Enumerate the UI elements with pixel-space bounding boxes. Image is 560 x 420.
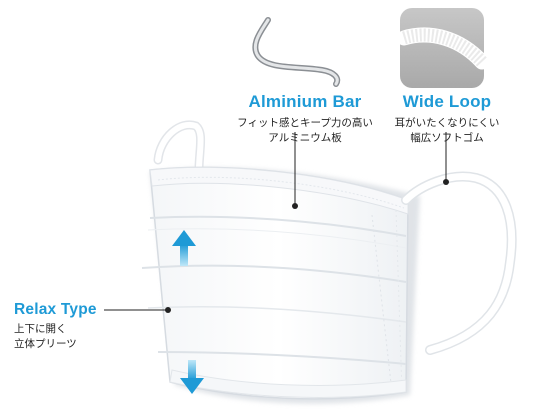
expand-up-arrow-icon	[172, 230, 196, 266]
feature-desc-line: 幅広ソフトゴム	[410, 132, 484, 144]
aluminium-bar-strip-icon	[252, 17, 341, 87]
aluminium-bar-callout	[292, 132, 298, 209]
relax-type-callout	[104, 307, 171, 313]
feature-desc-line: フィット感とキープ力の高い	[237, 117, 373, 129]
elastic-band-closeup-icon	[396, 8, 490, 88]
mask-body	[141, 166, 409, 400]
feature-title-aluminium-bar: Alminium Bar	[248, 92, 362, 111]
feature-desc-relax-type: 上下に開く 立体プリーツ	[14, 322, 124, 352]
feature-title-relax-type: Relax Type	[14, 301, 97, 318]
right-ear-loop	[401, 171, 517, 355]
feature-wide-loop: Wide Loop 耳がいたくなりにくい 幅広ソフトゴム	[382, 92, 512, 146]
wide-loop-callout	[443, 132, 449, 185]
feature-desc-line: 上下に開く	[14, 323, 67, 335]
feature-desc-wide-loop: 耳がいたくなりにくい 幅広ソフトゴム	[382, 116, 512, 146]
feature-desc-line: 立体プリーツ	[14, 338, 77, 350]
feature-desc-line: 耳がいたくなりにくい	[394, 117, 500, 129]
expand-down-arrow-icon	[180, 360, 204, 394]
feature-aluminium-bar: Alminium Bar フィット感とキープ力の高い アルミニウム板	[230, 92, 380, 146]
feature-desc-line: アルミニウム板	[268, 132, 342, 144]
feature-desc-aluminium-bar: フィット感とキープ力の高い アルミニウム板	[230, 116, 380, 146]
feature-title-wide-loop: Wide Loop	[402, 92, 492, 111]
feature-relax-type: Relax Type 上下に開く 立体プリーツ	[14, 301, 124, 352]
